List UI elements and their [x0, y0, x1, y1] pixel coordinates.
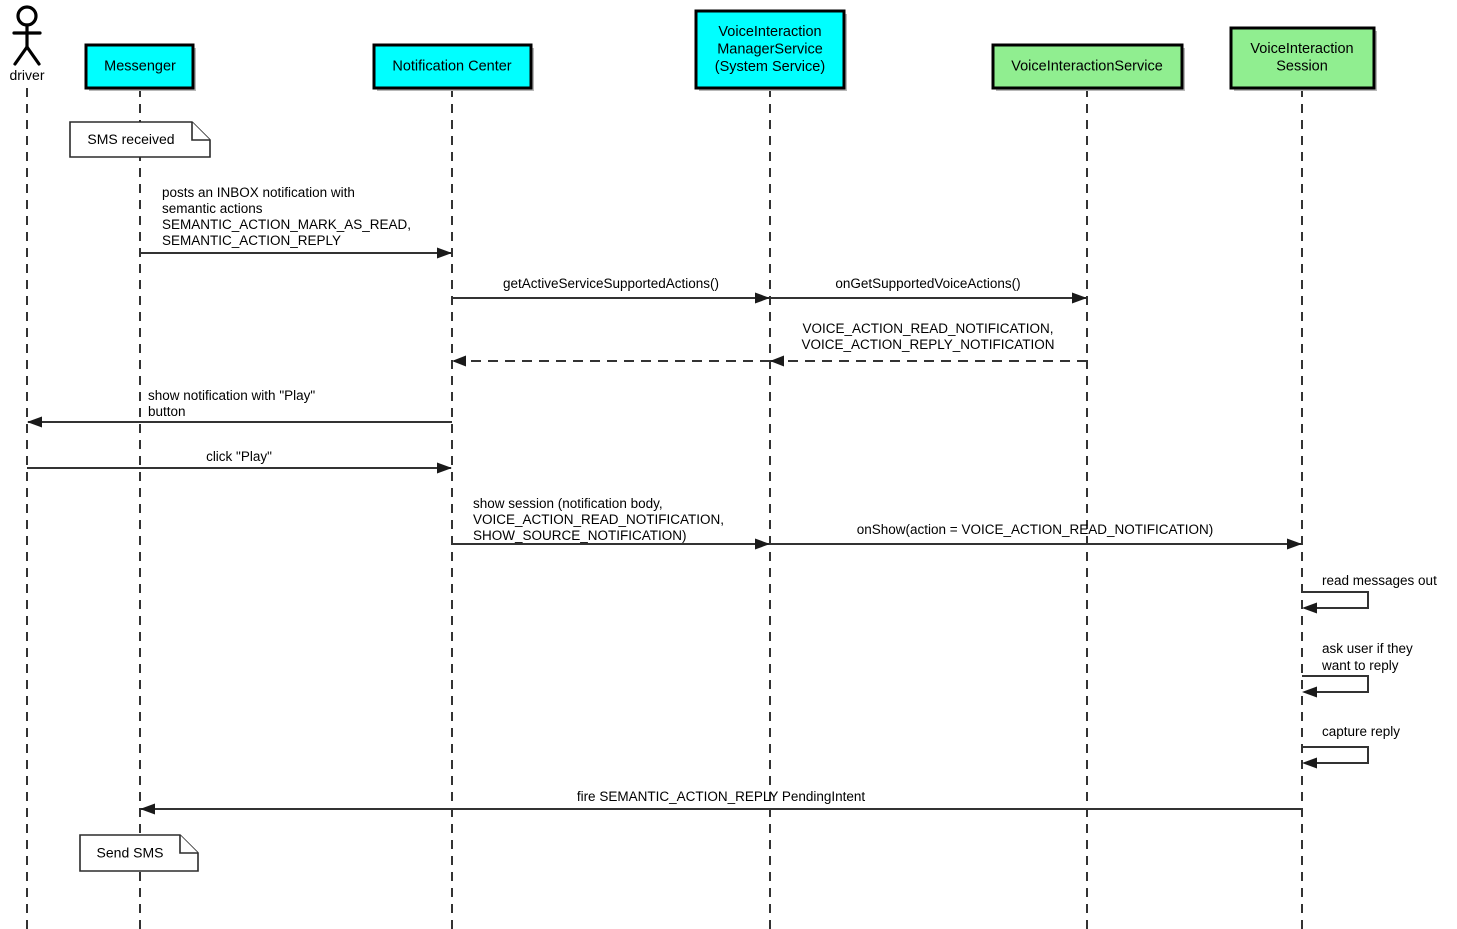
self-message-line: [1302, 746, 1369, 764]
message-msg-show-session[interactable]: show session (notification body,VOICE_AC…: [452, 496, 770, 550]
participant-boxes-layer: Messenger Notification Center VoiceInterac…: [84, 9, 1377, 91]
participant-label: Messenger: [104, 58, 176, 74]
self-message-label: want to reply: [1321, 658, 1399, 673]
arrowhead: [755, 292, 770, 304]
message-label: SEMANTIC_ACTION_MARK_AS_READ,: [162, 217, 411, 232]
participant-label: (System Service): [715, 59, 825, 75]
participant-label: VoiceInteraction: [718, 24, 821, 40]
arrowhead: [1302, 686, 1317, 698]
participant-box[interactable]: [372, 43, 533, 90]
arrowhead: [1072, 292, 1087, 304]
actor-leg-left: [13, 45, 29, 66]
arrowhead: [1302, 602, 1317, 614]
note-body: [69, 121, 211, 158]
note-sms-received[interactable]: SMS received: [69, 121, 211, 158]
message-label: onShow(action = VOICE_ACTION_READ_NOTIFI…: [857, 522, 1213, 537]
participant-label: VoiceInteraction: [1250, 41, 1353, 57]
participant-notification-center[interactable]: Notification Center: [372, 43, 534, 91]
actor-driver[interactable]: driver: [9, 5, 45, 83]
actor-label: driver: [9, 67, 44, 83]
note-label: Send SMS: [97, 845, 164, 861]
message-msg-show-notification-with-play-button[interactable]: show notification with "Play"button: [27, 388, 452, 428]
message-label: getActiveServiceSupportedActions(): [503, 276, 719, 291]
actor-layer: driver: [9, 5, 45, 83]
messages-layer: posts an INBOX notification withsemantic…: [27, 185, 1302, 815]
message-label: onGetSupportedVoiceActions(): [835, 276, 1020, 291]
message-label: VOICE_ACTION_READ_NOTIFICATION,: [802, 321, 1053, 336]
message-label: fire SEMANTIC_ACTION_REPLY PendingIntent: [577, 789, 866, 804]
note-send-sms[interactable]: Send SMS: [79, 834, 199, 872]
participant-label: Session: [1276, 59, 1328, 75]
participant-label: VoiceInteractionService: [1011, 58, 1163, 74]
message-label: show notification with "Play": [148, 388, 315, 403]
message-msg-on-show[interactable]: onShow(action = VOICE_ACTION_READ_NOTIFI…: [770, 522, 1302, 550]
participant-messenger[interactable]: Messenger: [84, 43, 196, 91]
note-fold-corner: [191, 122, 210, 141]
arrowhead: [770, 355, 784, 367]
self-message-self-capture-reply[interactable]: capture reply: [1302, 724, 1400, 769]
participant-box[interactable]: [694, 9, 846, 90]
self-message-line: [1302, 591, 1369, 609]
message-label: SEMANTIC_ACTION_REPLY: [162, 233, 341, 248]
self-message-label: read messages out: [1322, 573, 1437, 588]
arrowhead: [1287, 538, 1302, 550]
self-message-label: capture reply: [1322, 724, 1400, 739]
message-label: semantic actions: [162, 201, 263, 216]
participant-box[interactable]: [84, 43, 195, 90]
note-label: SMS received: [87, 131, 174, 147]
arrowhead: [140, 803, 155, 815]
lifelines-layer: [26, 88, 1303, 929]
message-label: click "Play": [206, 449, 272, 464]
message-msg-post-inbox-notification[interactable]: posts an INBOX notification withsemantic…: [140, 185, 452, 259]
message-msg-click-play[interactable]: click "Play": [27, 449, 452, 474]
note-body: [79, 834, 199, 872]
participant-box[interactable]: [1229, 26, 1376, 90]
arrowhead: [1302, 757, 1317, 769]
actor-head-icon: [16, 5, 38, 27]
message-label: button: [148, 404, 186, 419]
arrowhead: [27, 416, 42, 428]
message-label: VOICE_ACTION_REPLY_NOTIFICATION: [801, 337, 1054, 352]
arrowhead: [437, 247, 452, 259]
self-message-label: ask user if they: [1322, 641, 1413, 656]
self-message-self-ask-user-if-they-want-to-reply[interactable]: ask user if they want to reply: [1302, 641, 1413, 698]
message-msg-get-active-service-supported-actions[interactable]: getActiveServiceSupportedActions(): [452, 276, 770, 304]
participant-voiceinteraction-service[interactable]: VoiceInteractionService: [991, 43, 1185, 91]
message-msg-on-get-supported-voice-actions[interactable]: onGetSupportedVoiceActions(): [770, 276, 1087, 304]
self-messages-layer: read messages out ask user if they want to…: [1302, 573, 1437, 769]
arrowhead: [755, 538, 770, 550]
message-msg-return-voice-actions-to-manager[interactable]: VOICE_ACTION_READ_NOTIFICATION,VOICE_ACT…: [770, 321, 1087, 367]
participant-box[interactable]: [991, 43, 1184, 90]
message-label: VOICE_ACTION_READ_NOTIFICATION,: [473, 512, 724, 527]
arrowhead: [437, 462, 452, 474]
message-label: posts an INBOX notification with: [162, 185, 355, 200]
arrowhead: [452, 355, 466, 367]
message-label: show session (notification body,: [473, 496, 663, 511]
message-msg-return-voice-actions-to-notification-center[interactable]: [452, 355, 770, 367]
self-message-line: [1302, 675, 1369, 693]
self-message-self-read-messages-out[interactable]: read messages out: [1302, 573, 1437, 614]
actor-leg-right: [25, 45, 41, 66]
note-fold-corner: [179, 835, 198, 854]
participant-label: Notification Center: [392, 58, 511, 74]
message-msg-fire-semantic-action-reply-pendingintent[interactable]: fire SEMANTIC_ACTION_REPLY PendingIntent: [140, 789, 1302, 815]
message-label: SHOW_SOURCE_NOTIFICATION): [473, 528, 687, 543]
participant-label: ManagerService: [717, 41, 823, 57]
